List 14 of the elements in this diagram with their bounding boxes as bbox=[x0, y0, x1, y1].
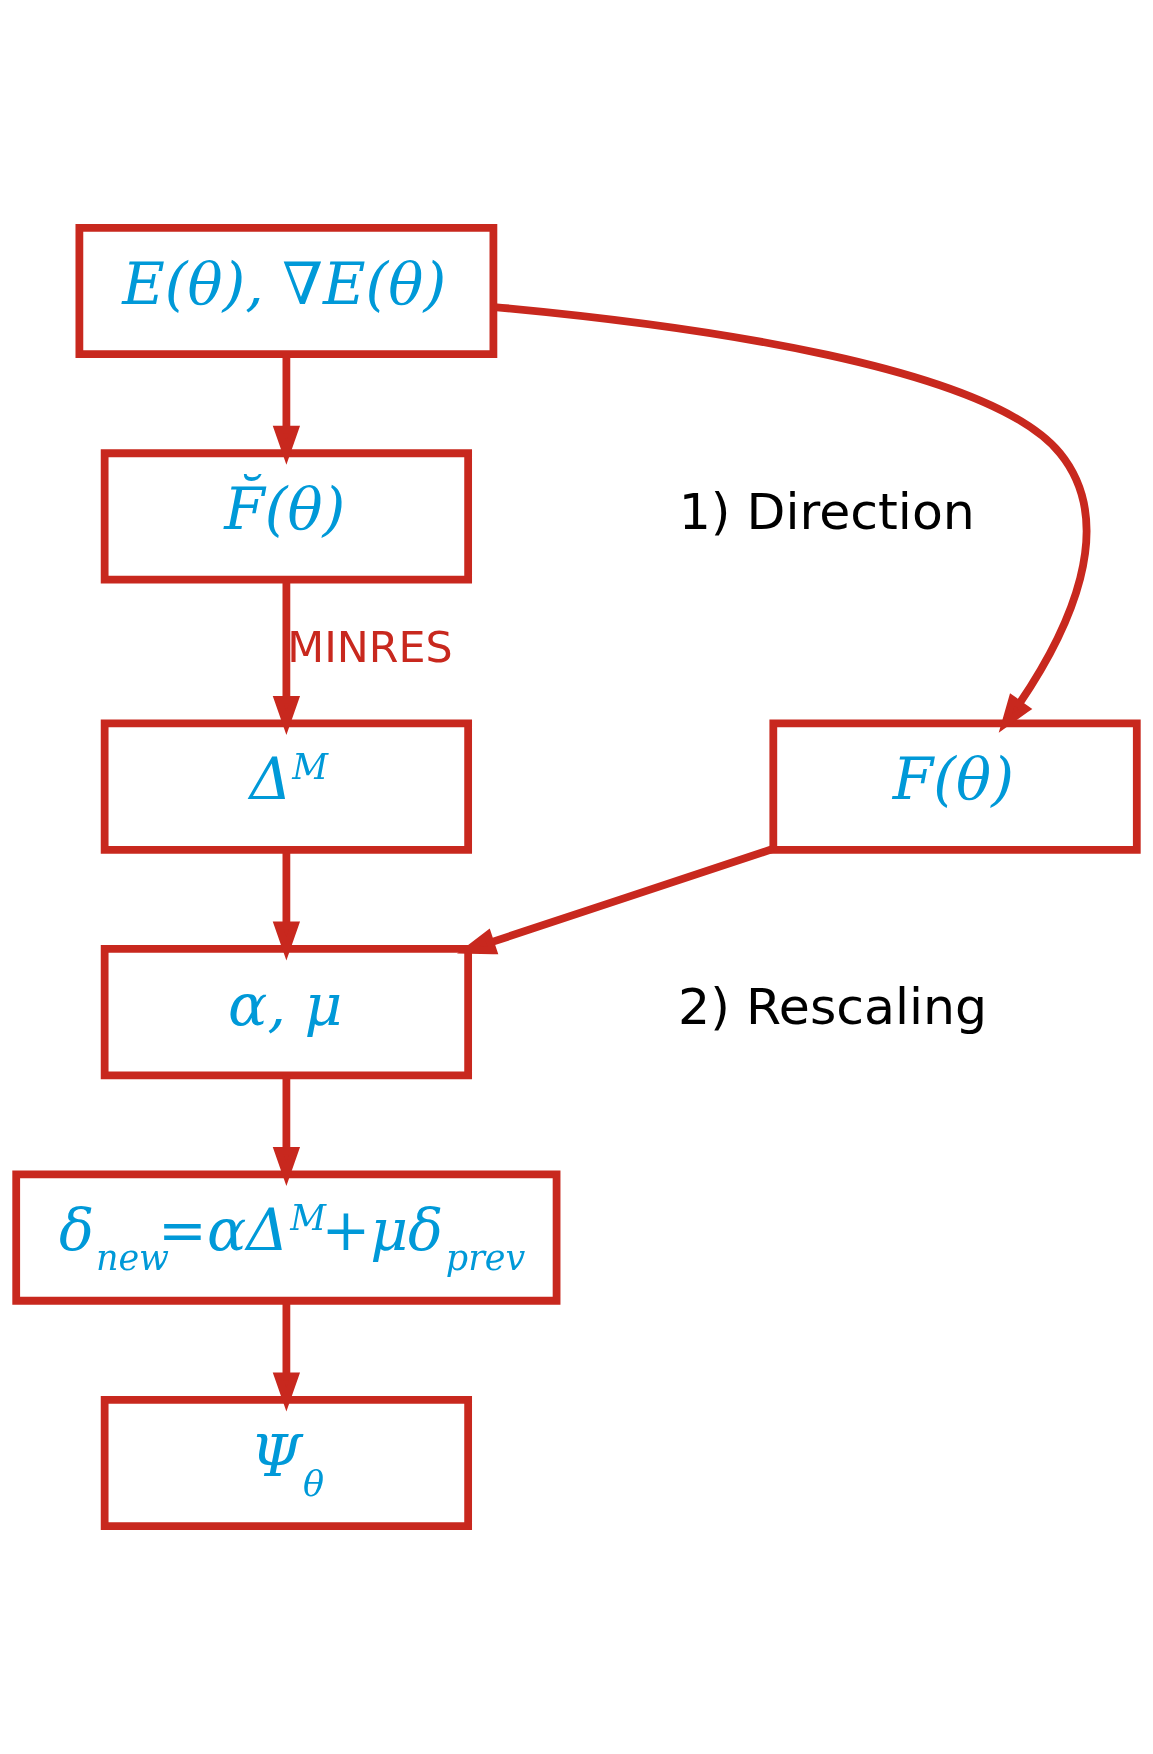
node-box: α, μ bbox=[100, 945, 472, 1080]
node-box: δ$_{new}$=αΔ$^{M}$+μδ$_{prev}$ bbox=[12, 1170, 561, 1305]
node-box: E(θ), ∇E(θ) bbox=[75, 223, 498, 358]
label: 1) Direction bbox=[678, 481, 975, 541]
arrow bbox=[457, 845, 775, 955]
node-box: F(θ) bbox=[769, 719, 1141, 854]
arrow bbox=[272, 850, 301, 961]
arrow bbox=[272, 580, 301, 736]
node-box: F̆(θ) bbox=[100, 449, 472, 584]
arrow bbox=[272, 1301, 301, 1412]
edge-label: MINRES bbox=[287, 622, 453, 673]
label: 2) Rescaling bbox=[678, 977, 988, 1037]
node-box: Δ$^{M}$ bbox=[100, 719, 472, 854]
node-box: Ψ$_{θ}$ bbox=[100, 1396, 472, 1531]
